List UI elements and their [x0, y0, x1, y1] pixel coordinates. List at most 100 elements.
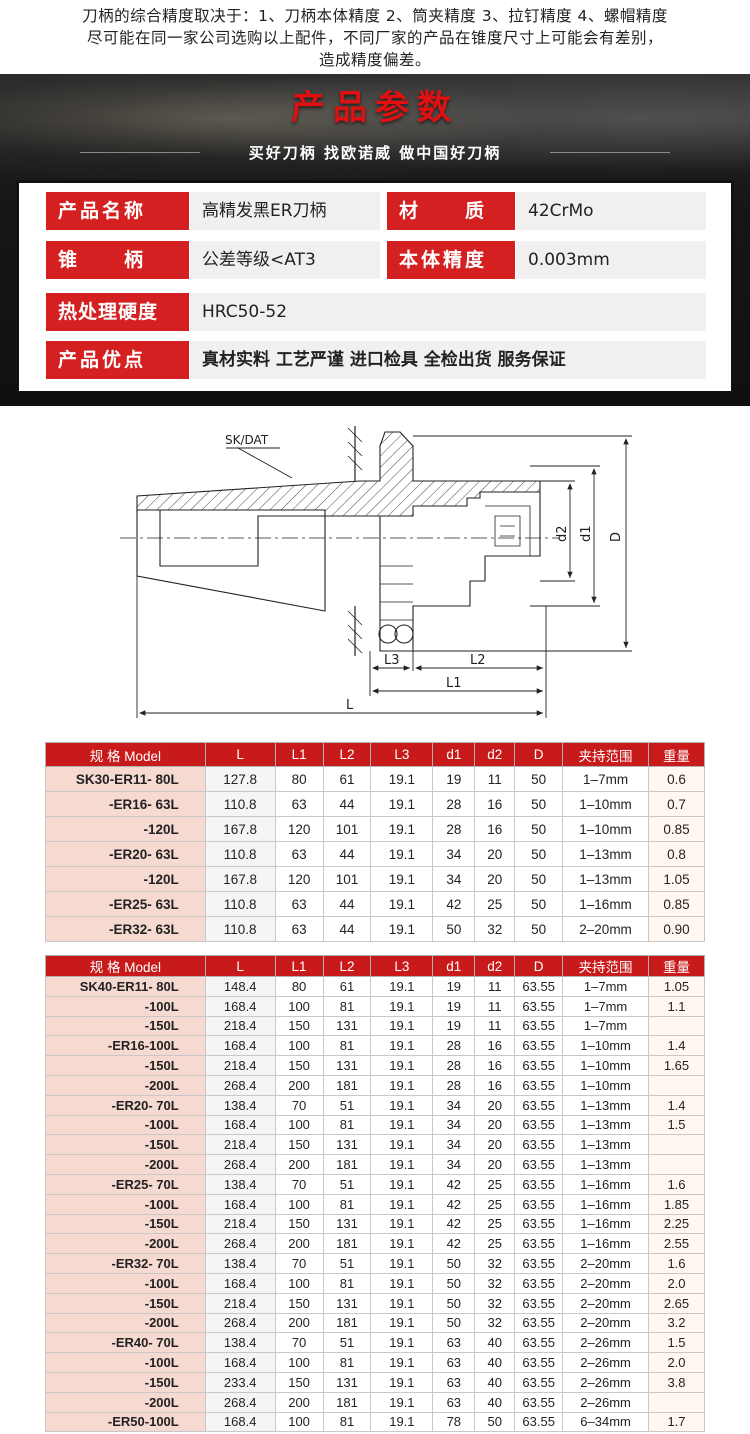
- table-cell: 78: [432, 1411, 476, 1433]
- column-header: 规 格 Model: [45, 955, 206, 977]
- table-cell: 2–26mm: [562, 1371, 649, 1393]
- table-cell: 100: [274, 1352, 324, 1373]
- table-cell: 11: [474, 1015, 516, 1037]
- table-cell: 63.55: [514, 1035, 564, 1057]
- column-header: L1: [274, 955, 324, 977]
- sk-dat-label: SK/DAT: [225, 433, 269, 447]
- table-cell: 1–13mm: [562, 1114, 649, 1136]
- table-cell: 63.55: [514, 976, 564, 997]
- table-cell: 63.55: [514, 1312, 564, 1334]
- table-cell: 200: [274, 1074, 324, 1096]
- param-precision-value: 0.003mm: [516, 241, 706, 279]
- table-cell: 1–13mm: [562, 866, 649, 892]
- table-cell: 63.55: [514, 995, 564, 1017]
- table-cell: 19.1: [370, 1055, 434, 1076]
- table-cell: 120: [274, 816, 324, 842]
- table-cell: 1.7: [648, 1411, 705, 1433]
- table-cell: 1–13mm: [562, 841, 649, 867]
- table-cell: 50: [432, 1272, 476, 1294]
- param-name-value: 高精发黑ER刀柄: [190, 192, 380, 230]
- table-cell: 1–16mm: [562, 891, 649, 917]
- slogan-divider-left: [80, 152, 200, 153]
- table-cell: 63: [274, 916, 324, 942]
- table-cell: 28: [432, 816, 476, 842]
- table-cell: 131: [322, 1015, 372, 1037]
- table-cell: 2.25: [648, 1213, 705, 1235]
- table-cell: 63.55: [514, 1015, 564, 1037]
- l2-label: L2: [470, 653, 486, 668]
- table-cell: 1–13mm: [562, 1094, 649, 1116]
- table-cell: 63.55: [514, 1233, 564, 1255]
- column-header: D: [514, 955, 564, 977]
- table-cell: 19.1: [370, 766, 434, 792]
- sk-dat-callout: SK/DAT: [225, 433, 293, 479]
- table-cell: 101: [322, 866, 372, 892]
- table-cell: 19: [432, 995, 476, 1017]
- table-cell: 268.4: [204, 1391, 276, 1413]
- table-cell: 51: [322, 1094, 372, 1116]
- table-cell: 168.4: [204, 995, 276, 1017]
- model-cell: -100L: [45, 1272, 206, 1294]
- table-cell: 50: [474, 1411, 516, 1433]
- model-cell: -ER16- 63L: [45, 791, 206, 817]
- table-cell: 19.1: [370, 1253, 434, 1274]
- table-cell: 1.4: [648, 1094, 705, 1116]
- table-cell: 16: [474, 816, 516, 842]
- table-cell: 80: [274, 766, 324, 792]
- model-cell: -ER25- 70L: [45, 1173, 206, 1195]
- model-cell: SK30-ER11- 80L: [45, 766, 206, 792]
- table-cell: 63.55: [514, 1114, 564, 1136]
- table-cell: 200: [274, 1233, 324, 1255]
- column-header: L2: [322, 742, 372, 767]
- l1-label: L1: [446, 676, 462, 691]
- column-header: 规 格 Model: [45, 742, 206, 767]
- table-cell: 63: [432, 1371, 476, 1393]
- table-cell: 1.5: [648, 1332, 705, 1354]
- table-cell: 1–13mm: [562, 1134, 649, 1156]
- table-cell: 63.55: [514, 1154, 564, 1175]
- table-cell: 218.4: [204, 1292, 276, 1314]
- table-cell: 63.55: [514, 1074, 564, 1096]
- table-cell: 1.4: [648, 1035, 705, 1057]
- table-cell: 34: [432, 841, 476, 867]
- table-cell: 200: [274, 1391, 324, 1413]
- table-cell: 32: [474, 916, 516, 942]
- column-header: d1: [432, 955, 476, 977]
- table-cell: 1.05: [647, 866, 706, 892]
- table-cell: 63.55: [514, 1213, 564, 1235]
- param-hardness-label: 热处理硬度: [46, 293, 189, 331]
- table-cell: 0.90: [647, 916, 706, 942]
- table-cell: 32: [474, 1292, 516, 1314]
- intro-text: 刀柄的综合精度取决于：1、刀柄本体精度 2、筒夹精度 3、拉钉精度 4、螺帽精度…: [0, 0, 750, 74]
- model-cell: -ER20- 63L: [45, 841, 206, 867]
- table-cell: [648, 1015, 705, 1037]
- table-cell: 63.55: [514, 1173, 564, 1195]
- table-cell: 44: [322, 791, 372, 817]
- table-cell: 34: [432, 1154, 476, 1175]
- table-cell: 218.4: [204, 1134, 276, 1156]
- table-cell: 181: [322, 1233, 372, 1255]
- model-cell: -100L: [45, 1114, 206, 1136]
- table-cell: 168.4: [204, 1035, 276, 1057]
- table-cell: 11: [474, 976, 516, 997]
- table-cell: 2–20mm: [562, 916, 649, 942]
- table-cell: 50: [514, 866, 564, 892]
- table-cell: 42: [432, 1173, 476, 1195]
- model-cell: -100L: [45, 1352, 206, 1373]
- table-cell: 131: [322, 1134, 372, 1156]
- table-cell: 50: [514, 791, 564, 817]
- table-cell: 16: [474, 1074, 516, 1096]
- table-cell: 19.1: [370, 1154, 434, 1175]
- column-header: L: [204, 742, 276, 767]
- table-cell: 20: [474, 841, 516, 867]
